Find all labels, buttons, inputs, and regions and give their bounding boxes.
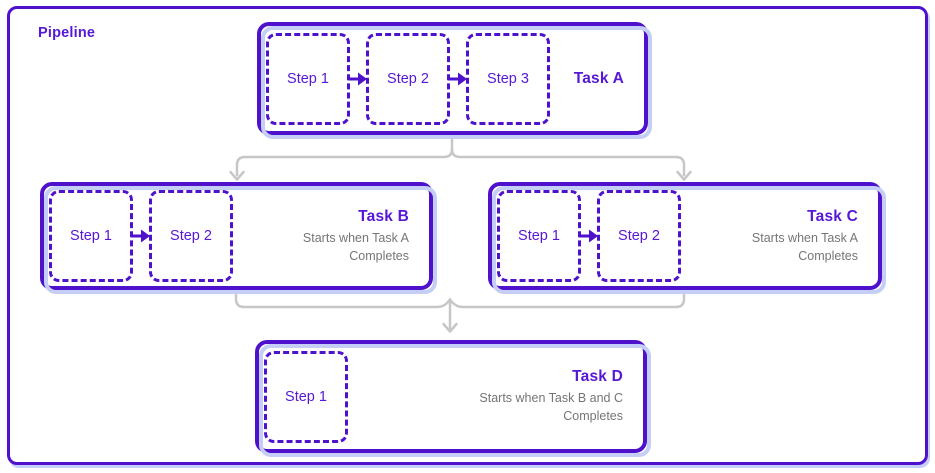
step-label: Step 2: [387, 70, 429, 87]
step-label: Step 1: [287, 70, 329, 87]
task-d-title: Task D: [572, 368, 623, 385]
subtitle-line: Completes: [798, 248, 858, 263]
connector-b-to-d: [234, 290, 452, 309]
pipeline-frame: [7, 6, 928, 465]
step-arrow-icon: [348, 72, 367, 85]
step-label: Step 3: [487, 70, 529, 87]
arrowhead-into-b-icon: [229, 170, 245, 181]
step-label: Step 2: [170, 228, 212, 244]
step-label: Step 1: [518, 228, 560, 244]
connector-c-to-d: [448, 290, 686, 309]
arrowhead-into-c-icon: [676, 170, 692, 181]
connector-a-to-b: [235, 135, 454, 177]
task-d-subtitle: Starts when Task B and C Completes: [479, 389, 623, 425]
task-a-step-2: Step 2: [366, 32, 450, 125]
task-b-step-1: Step 1: [49, 190, 133, 282]
subtitle-line: Starts when Task B and C: [479, 391, 623, 405]
task-d-step-1: Step 1: [264, 350, 348, 443]
task-a-step-3: Step 3: [466, 32, 550, 125]
step-arrow-icon: [448, 72, 467, 85]
task-c-subtitle: Starts when Task A Completes: [752, 229, 858, 265]
step-arrow-icon: [579, 229, 598, 243]
task-b-card: Step 1 Step 2 Task B Starts when Task A …: [40, 182, 433, 290]
task-b-step-2: Step 2: [149, 190, 233, 282]
task-b-subtitle: Starts when Task A Completes: [303, 229, 409, 265]
task-a-step-1: Step 1: [266, 32, 350, 125]
step-label: Step 1: [70, 228, 112, 244]
task-a-title: Task A: [573, 69, 624, 87]
step-label: Step 1: [285, 388, 327, 405]
task-c-title: Task C: [807, 207, 858, 225]
step-arrow-icon: [131, 229, 150, 243]
connector-a-to-c: [450, 147, 686, 177]
subtitle-line: Starts when Task A: [302, 230, 409, 245]
pipeline-title: Pipeline: [38, 25, 96, 41]
arrowhead-into-d-icon: [442, 322, 458, 333]
task-c-step-2: Step 2: [597, 190, 681, 282]
step-label: Step 2: [618, 228, 660, 244]
task-d-card: Step 1 Task D Starts when Task B and C C…: [255, 340, 647, 453]
task-c-step-1: Step 1: [497, 190, 581, 282]
subtitle-line: Completes: [349, 248, 409, 263]
task-b-title: Task B: [358, 207, 409, 225]
task-c-card: Step 1 Step 2 Task C Starts when Task A …: [488, 182, 882, 290]
subtitle-line: Starts when Task A: [751, 230, 858, 245]
subtitle-line: Completes: [563, 409, 623, 423]
task-a-card: Step 1 Step 2 Step 3 Task A: [257, 22, 648, 135]
